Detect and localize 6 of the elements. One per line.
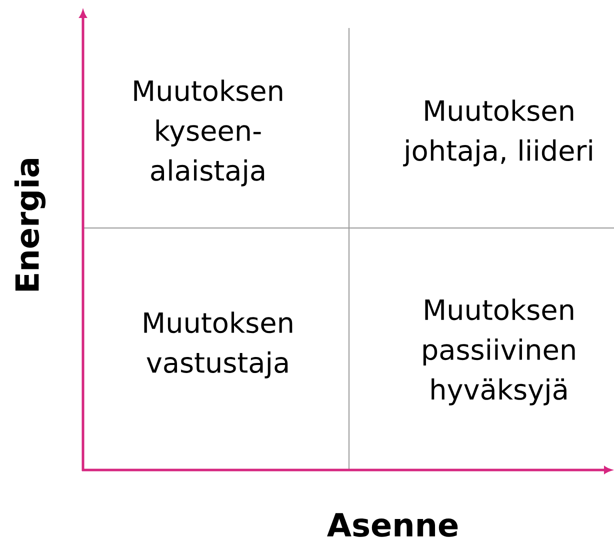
axis-title: Asenne: [327, 513, 458, 537]
quadrant-label: Muutoksen passiivinen hyväksyjä: [423, 298, 575, 406]
quadrant-label: Muutoksen vastustaja: [144, 312, 292, 378]
quadrant-label: Muutoksen kyseen- alaistaja: [134, 80, 282, 186]
quadrant-label: Muutoksen johtaja, liideri: [403, 100, 592, 166]
axis-title: Energia: [14, 158, 46, 291]
